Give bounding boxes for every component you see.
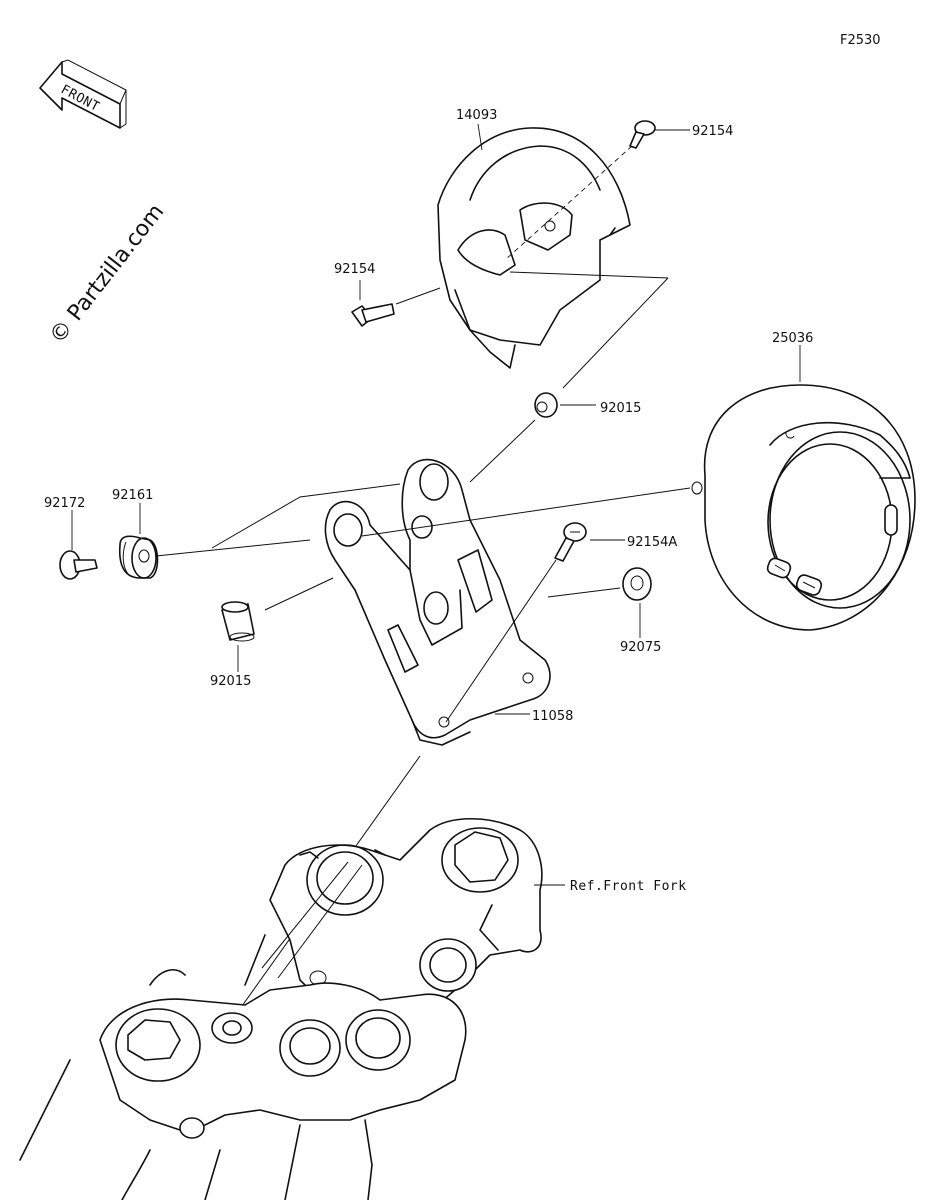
watermark-text: © Partzilla.com <box>45 200 169 349</box>
callout-ref-front-fork: Ref.Front Fork <box>570 879 687 894</box>
front-arrow-icon: FRONT <box>39 59 127 129</box>
callout-11058: 11058 <box>532 709 573 724</box>
callout-92075: 92075 <box>620 640 661 655</box>
screw-92154A <box>554 522 587 562</box>
callout-92015-top: 92015 <box>600 401 641 416</box>
collar-92015-top <box>534 392 558 418</box>
callout-92154A: 92154A <box>627 535 677 550</box>
bolt-92154-left <box>351 303 395 327</box>
callout-14093: 14093 <box>456 108 497 123</box>
callout-92154-left: 92154 <box>334 262 375 277</box>
cover-14093 <box>437 127 631 369</box>
figure-code: F2530 <box>840 33 881 48</box>
callout-25036: 25036 <box>772 331 813 346</box>
bolt-92154-top <box>629 120 656 149</box>
callout-92154-top: 92154 <box>692 124 733 139</box>
callout-92015-bottom: 92015 <box>210 674 251 689</box>
meter-25036 <box>691 384 916 631</box>
bracket-11058 <box>324 458 551 746</box>
front-fork-assembly <box>19 817 543 1200</box>
callout-92172: 92172 <box>44 496 85 511</box>
callout-92161: 92161 <box>112 488 153 503</box>
washer-92075 <box>622 567 652 601</box>
stud-92172 <box>59 550 98 580</box>
grommet-92161 <box>118 535 159 579</box>
collar-92015-bottom <box>221 601 255 642</box>
